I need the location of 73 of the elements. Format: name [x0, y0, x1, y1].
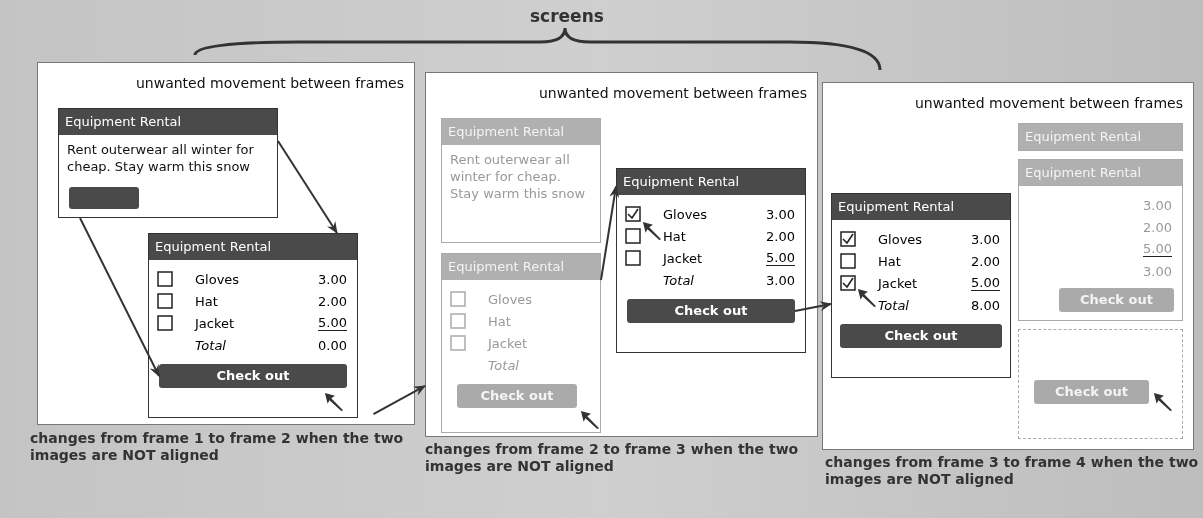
total-amount: 3.00	[766, 272, 795, 288]
checkout-button: Check out	[1059, 288, 1174, 312]
checkout-button: Check out	[159, 364, 347, 388]
screen-frame	[37, 62, 415, 425]
item-name: Gloves	[195, 271, 241, 287]
window-title: Equipment Rental	[155, 238, 272, 256]
price-text: 2.00	[318, 293, 347, 309]
app-window	[58, 108, 278, 218]
price-text: 3.00	[318, 271, 347, 287]
window-title: Equipment Rental	[1025, 164, 1142, 182]
frame-description: changes from frame 1 to frame 2 when the two images are NOT aligned	[30, 430, 405, 464]
app-window	[441, 253, 601, 433]
item-name: Hat	[488, 313, 512, 329]
window-title: Equipment Rental	[65, 113, 182, 131]
window-title: Equipment Rental	[623, 173, 740, 191]
price-text: 5.00	[1143, 241, 1172, 257]
checkout-button: Check out	[457, 384, 577, 408]
item-name: Gloves	[663, 206, 709, 222]
arrow	[600, 185, 620, 281]
checkout-button: Check out	[840, 324, 1002, 348]
checkout-button: Check out	[1034, 380, 1149, 404]
description-text: Rent outerwear all winter for cheap. Stay warm this snow	[450, 151, 587, 202]
price-text: 3.00	[766, 206, 795, 222]
price-text: 2.00	[766, 228, 795, 244]
window-title: Equipment Rental	[448, 258, 565, 276]
heading-label: screens	[530, 6, 604, 26]
frame-description: changes from frame 2 to frame 3 when the two images are NOT aligned	[425, 441, 800, 475]
item-name: Jacket	[663, 250, 704, 266]
app-window	[616, 168, 806, 353]
price-text: 5.00	[766, 250, 795, 266]
app-window	[1018, 123, 1183, 151]
item-name: Jacket	[878, 275, 919, 291]
item-name: Jacket	[488, 335, 529, 351]
item-name: Hat	[663, 228, 687, 244]
total-label: Total	[878, 297, 910, 313]
total-amount: 0.00	[318, 337, 347, 353]
checkout-button: Check out	[627, 299, 795, 323]
arrow	[794, 301, 832, 312]
window-outline	[1018, 329, 1183, 439]
price-text: 3.00	[1143, 197, 1172, 213]
total-label: Total	[488, 357, 520, 373]
price-text: 3.00	[971, 231, 1000, 247]
price-text: 2.00	[1143, 219, 1172, 235]
app-window	[831, 193, 1011, 378]
app-window	[1018, 159, 1183, 321]
item-name: Gloves	[488, 291, 534, 307]
frame-description: changes from frame 3 to frame 4 when the two images are NOT aligned	[825, 454, 1200, 488]
price-text: 5.00	[971, 275, 1000, 291]
price-text: 5.00	[318, 315, 347, 331]
panel-note: unwanted movement between frames	[135, 75, 404, 91]
total-label: Total	[195, 337, 227, 353]
description-text: Rent outerwear all winter for cheap. Stay warm this snow	[67, 141, 255, 175]
window-title: Equipment Rental	[1025, 128, 1142, 146]
item-name: Hat	[878, 253, 902, 269]
arrow	[277, 140, 338, 234]
arrow	[372, 384, 426, 416]
price-text: 3.00	[1143, 263, 1172, 279]
total-amount: 8.00	[971, 297, 1000, 313]
item-name: Hat	[195, 293, 219, 309]
arrow	[79, 217, 160, 377]
total-label: Total	[663, 272, 695, 288]
item-name: Gloves	[878, 231, 924, 247]
item-name: Jacket	[195, 315, 236, 331]
screen-frame	[822, 82, 1194, 450]
window-title: Equipment Rental	[448, 123, 565, 141]
button-bar	[69, 187, 139, 209]
window-title: Equipment Rental	[838, 198, 955, 216]
panel-note: unwanted movement between frames	[538, 85, 807, 101]
app-window	[441, 118, 601, 243]
price-text: 2.00	[971, 253, 1000, 269]
app-window	[148, 233, 358, 418]
panel-note: unwanted movement between frames	[914, 95, 1183, 111]
screen-frame	[425, 72, 818, 437]
